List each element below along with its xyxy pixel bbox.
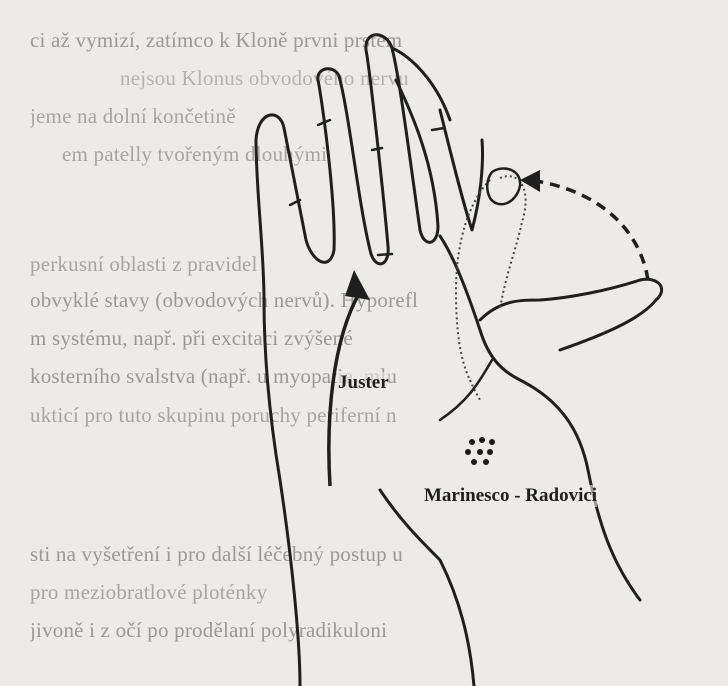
little-finger-outline	[284, 69, 340, 263]
juster-label: Juster	[338, 372, 389, 394]
marinesco-dots	[465, 437, 495, 465]
hand-outline-left	[256, 115, 300, 686]
middle-finger-outline	[392, 48, 438, 242]
hand-outline-right	[440, 236, 640, 600]
palm-crease	[380, 490, 474, 686]
ring-finger-outline	[340, 35, 392, 264]
thumb-outline	[480, 279, 662, 350]
index-finger-outline	[440, 110, 483, 230]
juster-arrow-head	[345, 270, 370, 300]
dashed-arrow-head	[520, 170, 540, 192]
thumb-nail	[487, 168, 520, 204]
marinesco-radovici-label: Marinesco - Radovici	[424, 485, 597, 507]
dashed-arrow-line	[530, 180, 648, 280]
